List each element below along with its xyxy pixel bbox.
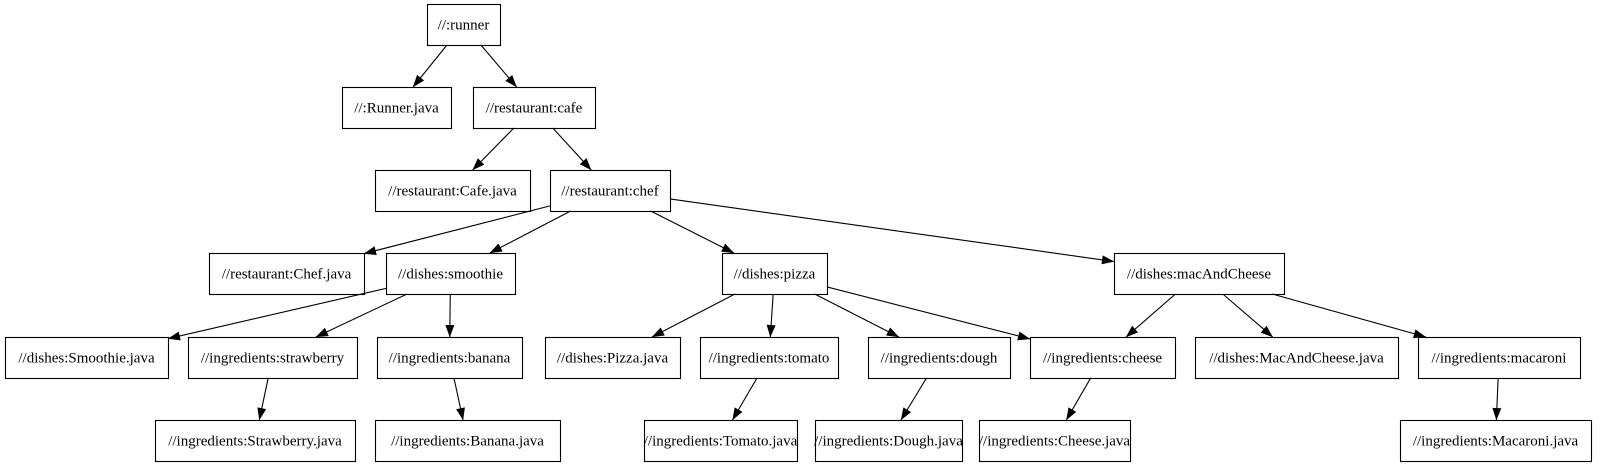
- graph-node-cheese: //ingredients:cheese: [1029, 336, 1177, 380]
- node-box-cafe: [472, 86, 597, 130]
- graph-node-pizza-java: //dishes:Pizza.java: [544, 336, 682, 380]
- node-label-macaroni: //ingredients:macaroni: [1432, 351, 1567, 367]
- node-label-runner-java: //:Runner.java: [354, 101, 439, 117]
- node-box-mac-and-cheese-java: [1194, 336, 1400, 380]
- edge-pizza-to-dough: [814, 293, 900, 338]
- node-box-tomato: [699, 336, 840, 380]
- node-label-chef-java: //restaurant:Chef.java: [222, 267, 352, 283]
- node-label-dough: //ingredients:dough: [881, 351, 998, 367]
- node-label-chef: //restaurant:chef: [561, 184, 658, 200]
- node-box-banana-java: [374, 419, 562, 463]
- node-label-tomato-java: //ingredients:Tomato.java: [644, 434, 798, 450]
- graph-node-runner: //:runner: [426, 3, 502, 47]
- edge-chef-to-mac-and-cheese: [669, 198, 1115, 265]
- node-box-banana: [376, 336, 524, 380]
- graph-node-cafe-java: //restaurant:Cafe.java: [374, 169, 532, 213]
- edge-runner-to-cafe: [480, 44, 518, 88]
- node-label-pizza: //dishes:pizza: [734, 267, 816, 283]
- graph-node-strawberry: //ingredients:strawberry: [187, 336, 359, 380]
- graph-node-chef-java: //restaurant:Chef.java: [208, 252, 366, 296]
- graph-node-tomato: //ingredients:tomato: [699, 336, 840, 380]
- node-label-cheese-java: //ingredients:Cheese.java: [979, 434, 1131, 450]
- node-box-macaroni-java: [1399, 419, 1593, 463]
- graph-node-mac-and-cheese-java: //dishes:MacAndCheese.java: [1194, 336, 1400, 380]
- node-box-dough: [867, 336, 1012, 380]
- node-box-mac-and-cheese: [1113, 252, 1286, 296]
- node-box-runner-java: [341, 86, 453, 130]
- edge-pizza-to-pizza-java: [651, 293, 736, 338]
- node-label-macaroni-java: //ingredients:Macaroni.java: [1413, 434, 1579, 450]
- node-box-dough-java: [814, 419, 964, 463]
- graph-node-dough: //ingredients:dough: [867, 336, 1012, 380]
- node-label-runner: //:runner: [438, 18, 490, 34]
- edge-pizza-to-tomato: [766, 293, 776, 338]
- node-label-cheese: //ingredients:cheese: [1043, 351, 1162, 367]
- node-box-strawberry-java: [154, 419, 357, 463]
- node-box-smoothie-java: [4, 336, 170, 380]
- node-box-smoothie: [385, 252, 517, 296]
- graph-node-smoothie: //dishes:smoothie: [385, 252, 517, 296]
- node-label-pizza-java: //dishes:Pizza.java: [557, 351, 669, 367]
- graph-node-strawberry-java: //ingredients:Strawberry.java: [154, 419, 357, 463]
- graph-node-banana: //ingredients:banana: [376, 336, 524, 380]
- node-label-smoothie-java: //dishes:Smoothie.java: [18, 351, 155, 367]
- edge-cafe-to-chef: [552, 127, 592, 171]
- edge-chef-to-smoothie: [489, 210, 571, 254]
- node-label-tomato: //ingredients:tomato: [709, 351, 830, 367]
- edge-pizza-to-cheese: [826, 286, 1031, 341]
- node-label-mac-and-cheese-java: //dishes:MacAndCheese.java: [1209, 351, 1384, 367]
- graph-node-macaroni-java: //ingredients:Macaroni.java: [1399, 419, 1593, 463]
- node-label-strawberry-java: //ingredients:Strawberry.java: [168, 434, 342, 450]
- node-box-chef: [549, 169, 672, 213]
- edge-mac-and-cheese-to-mac-and-cheese-java: [1222, 293, 1274, 338]
- edge-cheese-to-cheese-java: [1065, 377, 1092, 421]
- node-label-cafe-java: //restaurant:Cafe.java: [388, 184, 517, 200]
- node-label-dough-java: //ingredients:Dough.java: [814, 434, 963, 450]
- node-box-cheese-java: [978, 419, 1132, 463]
- node-box-cafe-java: [374, 169, 532, 213]
- edge-smoothie-to-smoothie-java: [167, 287, 387, 341]
- node-box-runner: [426, 3, 502, 47]
- node-box-tomato-java: [643, 419, 799, 463]
- graph-node-runner-java: //:Runner.java: [341, 86, 453, 130]
- graph-node-mac-and-cheese: //dishes:macAndCheese: [1113, 252, 1286, 296]
- graph-node-dough-java: //ingredients:Dough.java: [814, 419, 964, 463]
- edge-smoothie-to-strawberry: [315, 293, 408, 338]
- node-box-pizza-java: [544, 336, 682, 380]
- edge-banana-to-banana-java: [453, 377, 465, 421]
- edge-tomato-to-tomato-java: [732, 377, 758, 421]
- node-label-smoothie: //dishes:smoothie: [398, 267, 503, 283]
- node-box-strawberry: [187, 336, 359, 380]
- graph-node-cafe: //restaurant:cafe: [472, 86, 597, 130]
- graph-node-macaroni: //ingredients:macaroni: [1417, 336, 1582, 380]
- edge-mac-and-cheese-to-cheese: [1125, 293, 1176, 338]
- graph-node-banana-java: //ingredients:Banana.java: [374, 419, 562, 463]
- node-label-mac-and-cheese: //dishes:macAndCheese: [1127, 267, 1271, 283]
- edge-runner-to-runner-java: [412, 44, 448, 88]
- graph-node-smoothie-java: //dishes:Smoothie.java: [4, 336, 170, 380]
- edge-macaroni-to-macaroni-java: [1492, 377, 1502, 421]
- edge-chef-to-pizza: [650, 210, 735, 254]
- edge-strawberry-to-strawberry-java: [257, 377, 269, 421]
- node-label-banana: //ingredients:banana: [389, 351, 511, 367]
- edge-dough-to-dough-java: [900, 377, 927, 421]
- graph-node-cheese-java: //ingredients:Cheese.java: [978, 419, 1132, 463]
- node-box-chef-java: [208, 252, 366, 296]
- node-box-pizza: [721, 252, 829, 296]
- node-label-strawberry: //ingredients:strawberry: [201, 351, 345, 367]
- edge-cafe-to-cafe-java: [472, 127, 515, 171]
- edge-mac-and-cheese-to-macaroni: [1272, 293, 1427, 339]
- graph-node-pizza: //dishes:pizza: [721, 252, 829, 296]
- node-label-cafe: //restaurant:cafe: [486, 101, 583, 117]
- graph-node-tomato-java: //ingredients:Tomato.java: [643, 419, 799, 463]
- node-box-macaroni: [1417, 336, 1582, 380]
- edge-chef-to-chef-java: [363, 205, 551, 255]
- node-box-cheese: [1029, 336, 1177, 380]
- graph-node-chef: //restaurant:chef: [549, 169, 672, 213]
- node-label-banana-java: //ingredients:Banana.java: [391, 434, 544, 450]
- edge-smoothie-to-banana: [445, 293, 455, 338]
